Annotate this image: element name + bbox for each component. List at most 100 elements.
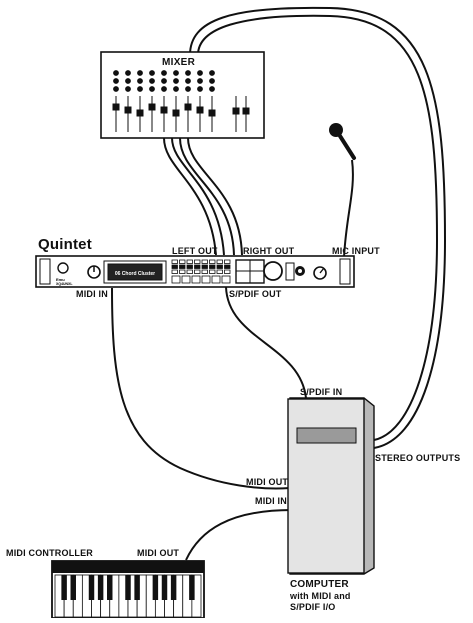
black-key <box>161 575 168 600</box>
quintet-button <box>224 259 231 264</box>
quintet-label: Quintet <box>38 236 92 253</box>
cable-right-out <box>179 137 235 256</box>
mixer-knob <box>125 78 131 84</box>
mixer-fader <box>112 103 120 111</box>
midi-out-computer-label: MIDI OUT <box>246 477 289 487</box>
quintet-button <box>171 259 178 264</box>
quintet-buttons <box>171 259 231 284</box>
quintet-pad <box>181 275 191 284</box>
quintet-button <box>209 264 216 269</box>
mixer-knob <box>185 78 191 84</box>
quintet-button <box>171 264 178 269</box>
mixer-knob <box>161 78 167 84</box>
lcd-text: 06 Chord Cluster <box>115 271 155 277</box>
computer-caption-line1: COMPUTER <box>290 579 349 590</box>
mixer-knob <box>197 78 203 84</box>
jack-panel <box>235 259 305 284</box>
midi-out-controller-label: MIDI OUT <box>137 548 180 558</box>
computer-caption-line3: S/PDIF I/O <box>290 602 336 612</box>
computer-caption: COMPUTER with MIDI and S/PDIF I/O <box>290 580 390 612</box>
brand-line1: Emu <box>56 277 65 282</box>
mic-input-label: MIC INPUT <box>332 246 380 256</box>
quintet-button <box>179 269 186 274</box>
quintet-button <box>216 264 223 269</box>
left-out-label: LEFT OUT <box>172 246 218 256</box>
cable-stereo-out-1 <box>189 6 447 449</box>
quintet-button <box>224 264 231 269</box>
quintet-button <box>186 269 193 274</box>
mixer-master-fader <box>232 107 240 115</box>
midi-controller-label: MIDI CONTROLLER <box>6 548 93 558</box>
mixer-fader <box>196 106 204 114</box>
mixer-knob <box>125 70 131 76</box>
mixer-fader <box>184 103 192 111</box>
quintet-button <box>216 269 223 274</box>
mixer-knob <box>173 70 179 76</box>
mixer-knob <box>149 70 155 76</box>
mixer-knob <box>209 78 215 84</box>
black-key <box>189 575 195 600</box>
midi-controller-keyboard <box>51 560 205 619</box>
quintet-button <box>194 259 201 264</box>
cable-left-out-2 <box>171 137 225 256</box>
black-key <box>70 575 76 600</box>
quintet-button <box>201 269 208 274</box>
mixer-knob <box>113 86 119 92</box>
cable-midi-controller <box>185 509 293 561</box>
midi-in-computer-label: MIDI IN <box>255 496 287 506</box>
mixer-knob <box>149 78 155 84</box>
mixer-knob <box>149 86 155 92</box>
mixer-fader <box>160 106 168 114</box>
drive-slot <box>296 427 357 444</box>
spdif-out-label: S/PDIF OUT <box>229 289 282 299</box>
brand-line2: XQ4UNXL <box>56 282 73 286</box>
mixer-knob <box>137 70 143 76</box>
mixer-channels <box>112 70 250 132</box>
cable-midi-in-quintet <box>111 287 291 490</box>
mixer-knob <box>173 86 179 92</box>
mixer-knob <box>197 70 203 76</box>
quintet-pad <box>201 275 211 284</box>
quintet-pad <box>221 275 231 284</box>
cable-mic <box>343 159 354 259</box>
black-key <box>97 575 104 600</box>
mixer-fader <box>172 109 180 117</box>
quintet-button <box>209 259 216 264</box>
computer-caption-line2: with MIDI and <box>290 591 351 601</box>
quintet-button <box>224 269 231 274</box>
mixer-knob <box>161 70 167 76</box>
computer <box>287 397 375 575</box>
mixer-fader <box>124 106 132 114</box>
quintet-button <box>186 259 193 264</box>
cable-right-out-2 <box>187 137 243 256</box>
mixer-fader <box>136 109 144 117</box>
mixer <box>100 51 265 139</box>
microphone <box>329 123 356 160</box>
right-out-label: RIGHT OUT <box>243 246 295 256</box>
quintet-button <box>194 269 201 274</box>
mixer-knob <box>185 86 191 92</box>
quintet-button <box>194 264 201 269</box>
quintet-pad <box>211 275 221 284</box>
black-key <box>170 575 177 600</box>
mixer-knob <box>173 78 179 84</box>
quintet-button <box>201 264 208 269</box>
mixer-knob <box>137 86 143 92</box>
quintet-button <box>201 259 208 264</box>
cable-left-out <box>163 137 217 256</box>
mixer-knob <box>137 78 143 84</box>
spdif-in-label: S/PDIF IN <box>300 387 343 397</box>
mixer-knob <box>161 86 167 92</box>
mixer-knob <box>113 70 119 76</box>
cable-stereo-out-2 <box>197 14 439 441</box>
mixer-knob <box>209 86 215 92</box>
mixer-master-fader <box>242 107 250 115</box>
mixer-fader <box>148 103 156 111</box>
quintet-pad <box>191 275 201 284</box>
mixer-knob <box>185 70 191 76</box>
black-key <box>61 575 67 600</box>
cables <box>111 6 447 561</box>
quintet-pad <box>171 275 181 284</box>
quintet-button <box>209 269 216 274</box>
